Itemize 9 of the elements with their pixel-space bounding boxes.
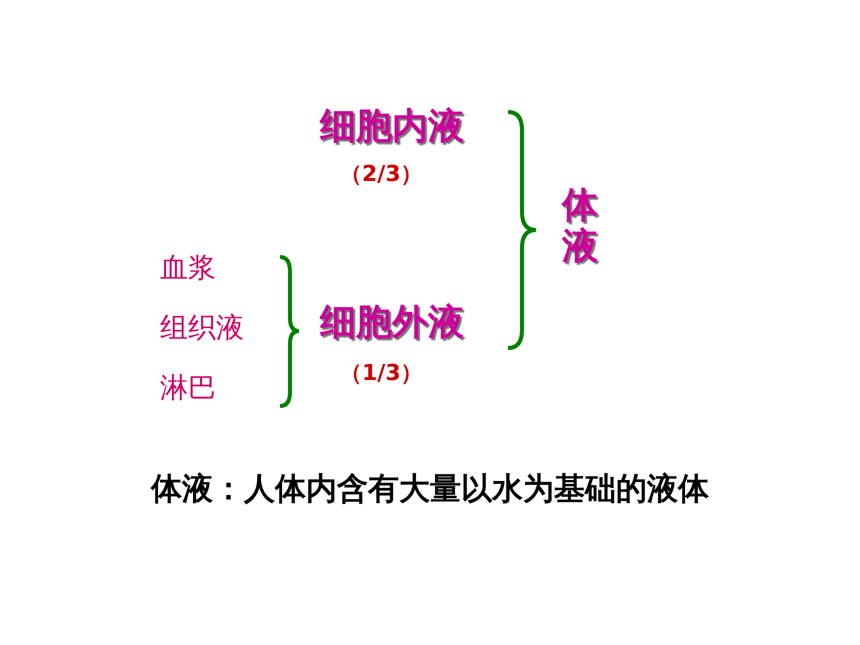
term-label: 组织液 [160,312,244,344]
term-label: 淋巴 [160,372,216,404]
term-label: 细胞内液 [320,106,464,148]
term-label: 体液 [560,185,599,268]
caption-text: 体液：人体内含有大量以水为基础的液体 [149,470,710,509]
term-label: 细胞外液 [320,302,464,344]
fraction-label: （1/3） [340,361,423,386]
fraction-label: （2/3） [340,162,423,188]
term-label: 血浆 [160,252,216,284]
